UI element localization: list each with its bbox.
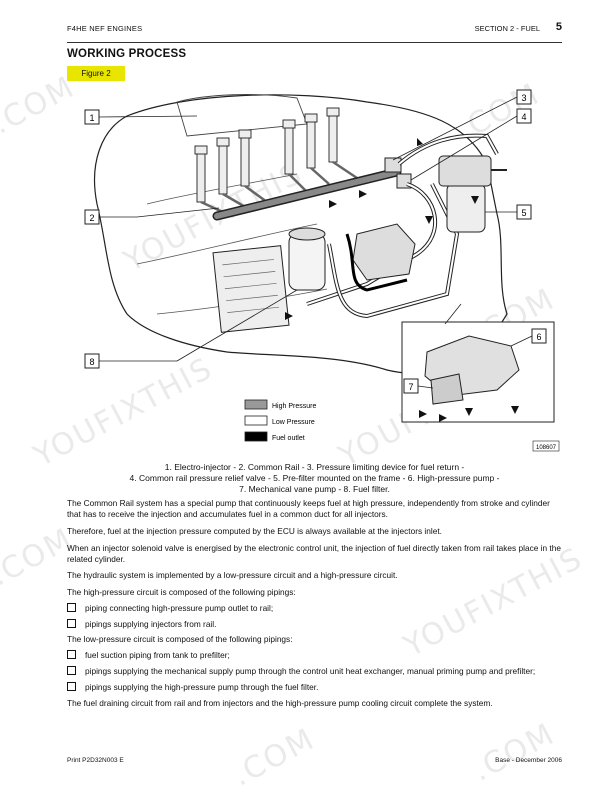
footer-print-code: Print P2D32N003 E [67,757,124,764]
legend-swatch-high [244,399,268,410]
paragraph: The high-pressure circuit is composed of… [67,587,296,597]
callout-5: 5 [485,204,532,220]
checkbox-bullet-icon [67,650,76,659]
legend-swatch-outlet [244,431,268,442]
tank-return-line-inner [306,183,436,305]
injector-lines [200,160,358,216]
callout-label: 7 [408,382,413,392]
figure-caption-line: 1. Electro-injector - 2. Common Rail - 3… [164,462,465,472]
fuel-filter-top [288,227,326,241]
callout-3: 3 [392,89,532,161]
checkbox-bullet-icon [67,666,76,675]
checkbox-bullet-icon [67,619,76,628]
supply-line-inner [328,183,459,318]
fuel-filter [288,233,326,291]
callout-label: 6 [536,332,541,342]
ecu [212,245,290,333]
engine-top-cover [176,94,308,137]
page-number: 5 [555,21,562,33]
callout-label: 4 [521,112,526,122]
pre-filter-head [438,155,492,187]
callout-6: 6 [510,328,547,347]
list-item-text: fuel suction piping from tank to prefilt… [85,650,230,660]
watermark: .COM [226,721,322,794]
header-section: SECTION 2 - FUEL [474,24,540,33]
checkbox-bullet-icon [67,603,76,612]
inset-arrows [419,406,519,422]
paragraph: The low-pressure circuit is composed of … [67,634,293,644]
list-item: pipings supplying the high-pressure pump… [67,682,562,693]
callout-2: 2 [84,207,220,225]
engine-pump [352,223,416,281]
legend: High Pressure Low Pressure Fuel outlet [244,399,316,442]
common-rail-fill [214,169,400,219]
inset-pointer [444,303,462,325]
figure-code-box [532,440,560,452]
list-item: fuel suction piping from tank to prefilt… [67,650,562,661]
fuel-system-diagram: 1 2 3 4 5 6 7 8 High Pressure [84,89,560,452]
callout-label: 2 [89,213,94,223]
list-item: pipings supplying injectors from rail. [67,619,562,630]
callout-label: 5 [521,208,526,218]
list-item-text: piping connecting high-pressure pump out… [85,603,274,613]
list-item-text: pipings supplying the high-pressure pump… [85,682,319,692]
section-title: WORKING PROCESS [67,48,187,60]
return-line-inner [398,134,498,165]
list-item: pipings supplying the mechanical supply … [67,666,562,677]
list-item-text: pipings supplying the mechanical supply … [85,666,536,676]
electro-injectors [194,107,340,203]
pressure-limiting-device [384,157,402,173]
paragraph: When an injector solenoid valve is energ… [67,543,561,564]
legend-swatch-low [244,415,268,426]
paragraph: The fuel draining circuit from rail and … [67,698,493,708]
callout-label: 3 [521,93,526,103]
flow-arrows [285,138,479,320]
ecu-fins [222,259,280,313]
legend-label-low: Low Pressure [272,419,315,426]
legend-label-outlet: Fuel outlet [272,435,305,442]
callout-4: 4 [410,108,532,181]
paragraph: The Common Rail system has a special pum… [67,498,550,519]
fuel-outlet-line [345,233,408,292]
page-header: F4HE NEF ENGINES SECTION 2 - FUEL 5 [67,18,562,43]
footer-edition: Base - December 2006 [495,757,562,764]
mechanical-vane-pump [430,373,464,405]
callout-label: 8 [89,357,94,367]
figure-caption-line: 7. Mechanical vane pump - 8. Fuel filter… [239,484,390,494]
pre-filter [446,183,486,233]
figure-label: Figure 2 [67,66,125,81]
callout-8: 8 [84,289,298,369]
callout-label: 1 [89,113,94,123]
paragraph: Therefore, fuel at the injection pressur… [67,526,442,536]
checkbox-bullet-icon [67,682,76,691]
list-item: piping connecting high-pressure pump out… [67,603,562,614]
callout-7: 7 [403,378,434,394]
paragraph: The hydraulic system is implemented by a… [67,570,398,580]
legend-label-high: High Pressure [272,403,316,410]
figure-code: 108607 [536,445,557,451]
callout-1: 1 [84,109,198,125]
list-item-text: pipings supplying injectors from rail. [85,619,217,629]
header-manual-title: F4HE NEF ENGINES [67,24,143,33]
watermark: .COM [466,716,562,789]
figure-caption-line: 4. Common rail pressure relief valve - 5… [129,473,500,483]
